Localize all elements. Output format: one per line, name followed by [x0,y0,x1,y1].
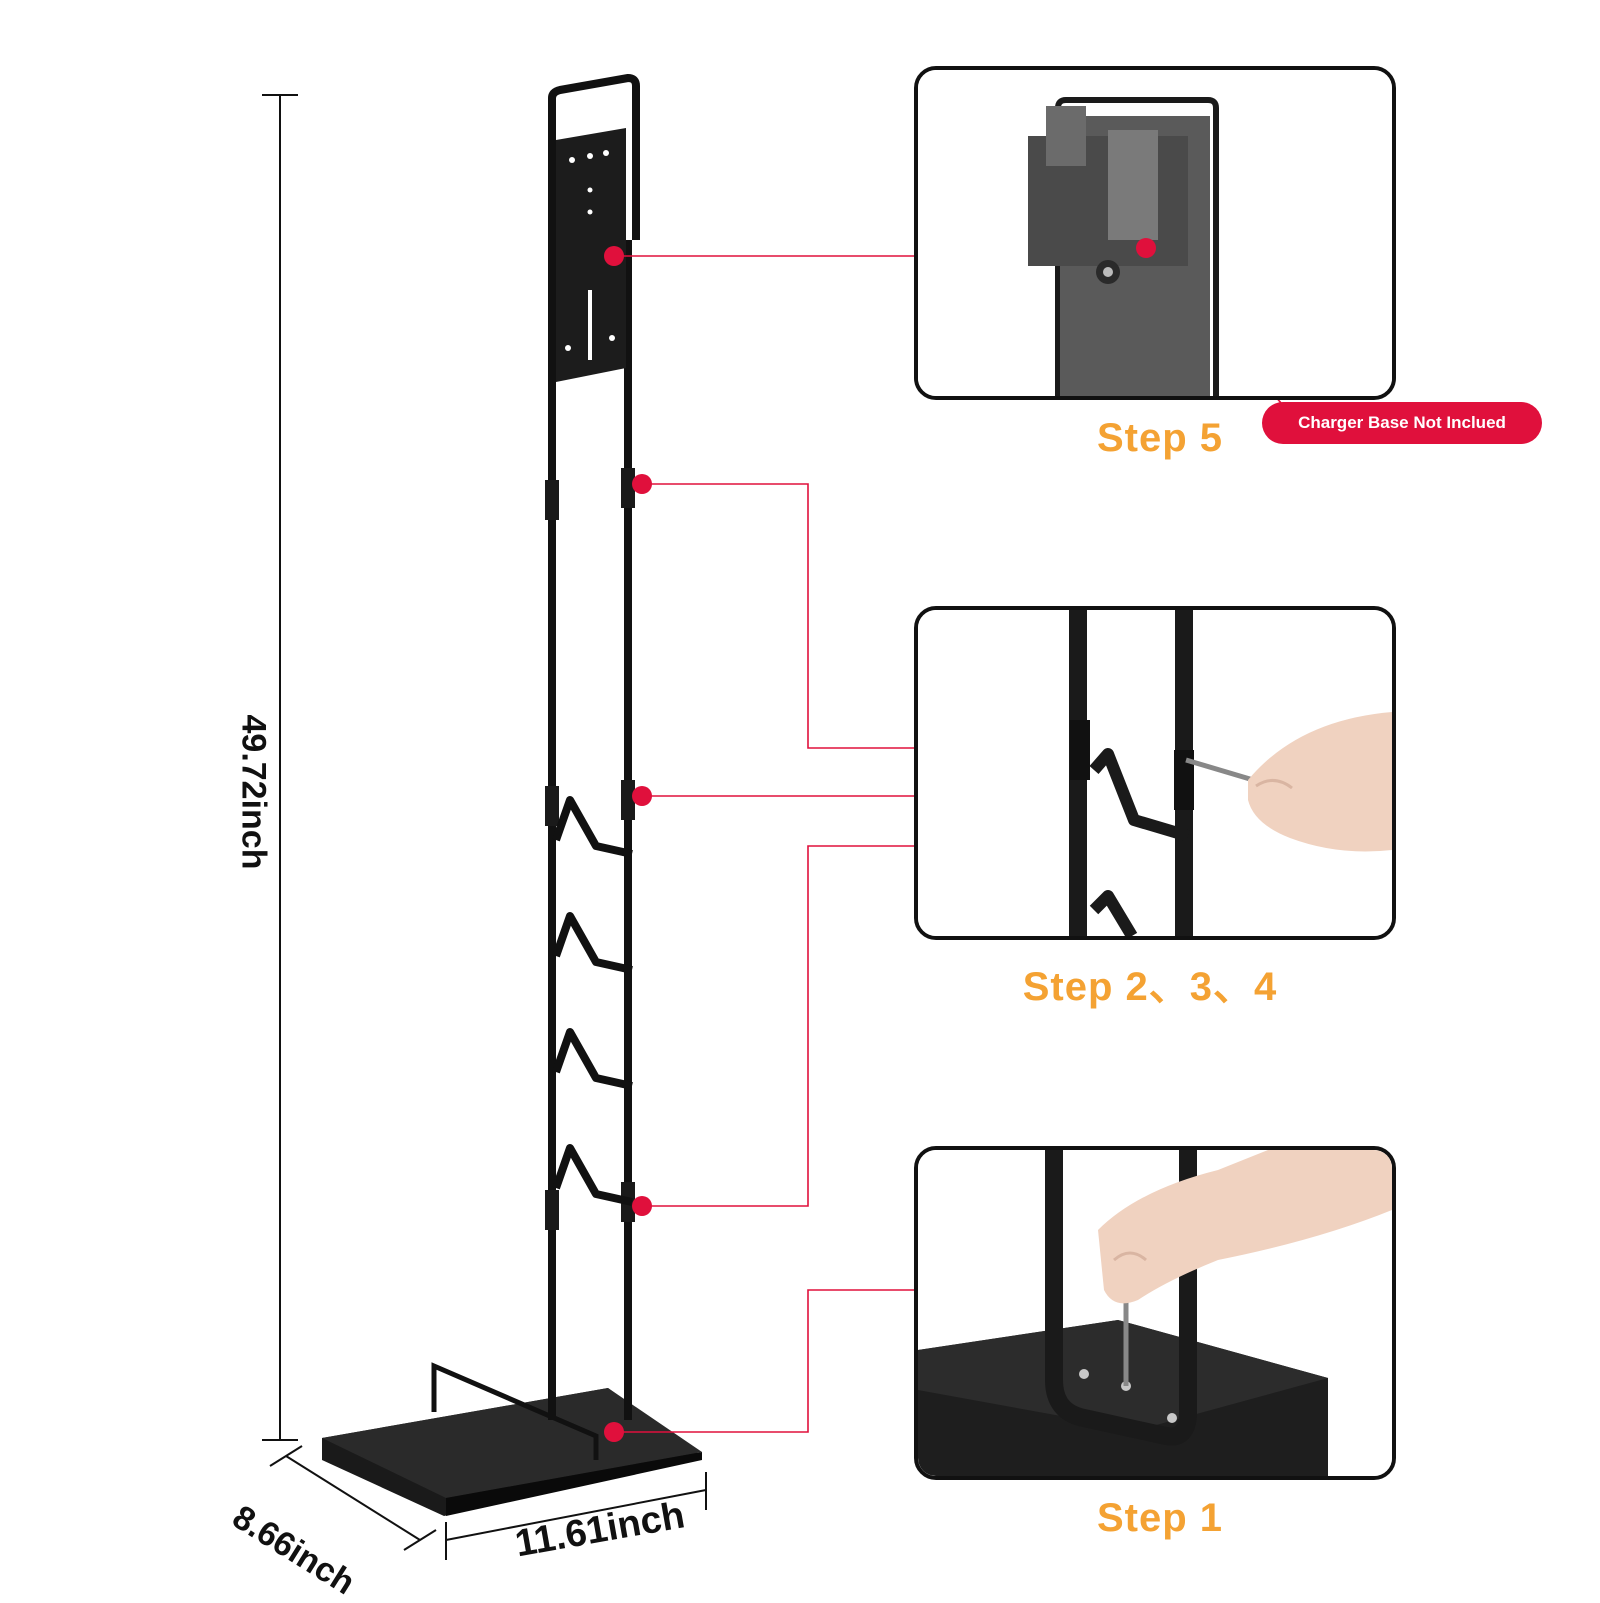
width-dimension-line [445,1472,707,1560]
mounting-plate-holes [565,150,615,360]
base-rail [431,1362,599,1460]
mounting-plate [556,128,626,382]
joint-sleeves [545,468,635,1230]
step1-label: Step 1 [1096,1496,1224,1540]
accessory-hooks [552,796,633,1206]
height-dimension-label: 49.72inch [234,714,273,870]
step234-detail-panel [914,606,1396,940]
base-install-image [918,1150,1392,1476]
step5-label: Step 5 [1096,416,1224,460]
depth-dimension-line [269,1445,437,1551]
hook-install-image [918,610,1392,936]
height-dimension-line [262,94,298,1441]
charger-base-badge: Charger Base Not Inclued [1262,402,1542,444]
stand-base [322,1388,702,1516]
step234-label: Step 2、3、4 [1022,965,1278,1009]
step5-detail-panel [914,66,1396,400]
callout-dots [604,246,652,1442]
step1-detail-panel [914,1146,1396,1480]
charger-mount-image [918,70,1392,396]
